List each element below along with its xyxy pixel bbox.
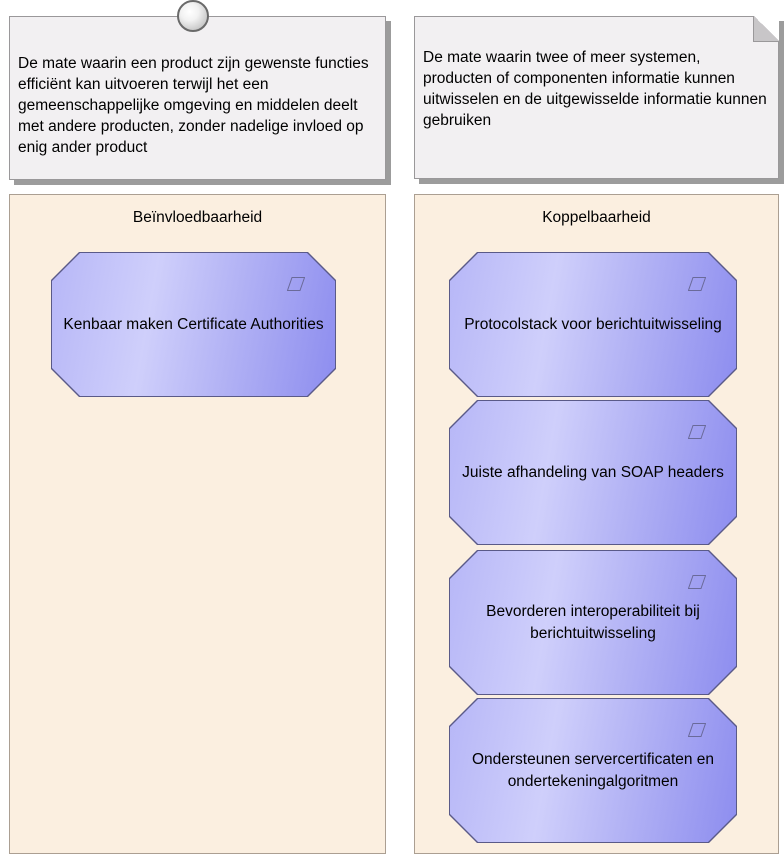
group-beinvloedbaarheid[interactable]: Beïnvloedbaarheid Kenbaar maken Certific… — [9, 194, 386, 854]
note-text: De mate waarin een product zijn gewenste… — [18, 55, 369, 156]
element-label: Ondersteunen servercertificaten en onder… — [471, 750, 715, 790]
group-koppelbaarheid[interactable]: Koppelbaarheid Protocolstack voor berich… — [414, 194, 779, 854]
requirement-element[interactable]: Bevorderen interoperabiliteit bij berich… — [450, 551, 736, 694]
note-compatibility-coexistence[interactable]: De mate waarin een product zijn gewenste… — [9, 16, 386, 180]
requirement-icon — [688, 575, 706, 589]
element-label: Bevorderen interoperabiliteit bij berich… — [486, 602, 700, 642]
group-title: Beïnvloedbaarheid — [132, 209, 263, 226]
element-label: Protocolstack voor berichtuitwisseling — [464, 315, 722, 333]
requirement-element[interactable]: Juiste afhandeling van SOAP headers — [450, 401, 736, 544]
note-interoperability[interactable]: De mate waarin twee of meer systemen, pr… — [414, 16, 779, 179]
group-title: Koppelbaarheid — [542, 209, 651, 226]
requirement-element[interactable]: Kenbaar maken Certificate Authorities — [52, 253, 335, 396]
pin-icon — [177, 0, 209, 32]
requirement-icon — [688, 277, 706, 291]
requirement-element[interactable]: Ondersteunen servercertificaten en onder… — [450, 699, 736, 842]
note-text: De mate waarin twee of meer systemen, pr… — [423, 49, 767, 129]
element-label: Kenbaar maken Certificate Authorities — [63, 315, 324, 333]
element-label: Juiste afhandeling van SOAP headers — [462, 463, 724, 481]
note-fold-icon — [753, 16, 779, 42]
requirement-icon — [688, 425, 706, 439]
requirement-icon — [688, 723, 706, 737]
requirement-element[interactable]: Protocolstack voor berichtuitwisseling — [450, 253, 736, 396]
requirement-icon — [287, 277, 305, 291]
